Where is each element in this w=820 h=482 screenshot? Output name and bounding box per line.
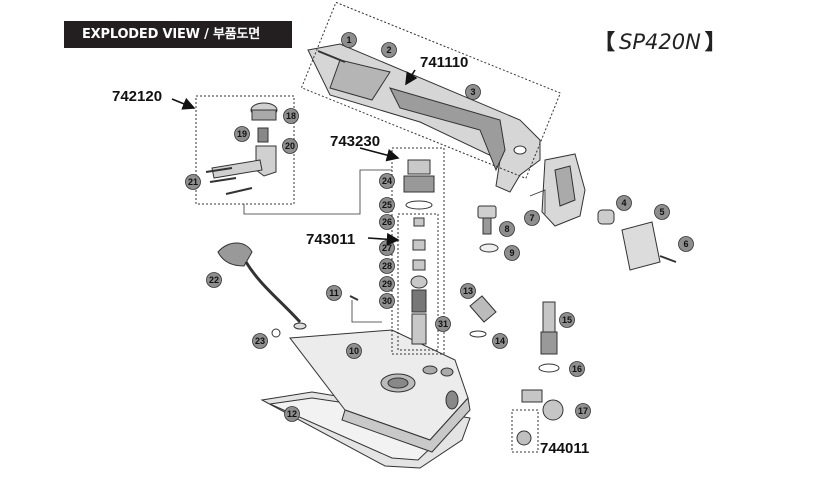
callout-number: 10 (349, 346, 359, 356)
callout-number: 25 (382, 200, 392, 210)
callout-6: 6 (678, 236, 694, 252)
callout-number: 22 (209, 275, 219, 285)
callout-17: 17 (575, 403, 591, 419)
callout-10: 10 (346, 343, 362, 359)
callout-number: 11 (329, 288, 339, 298)
model-number: SP420N (619, 30, 701, 54)
callout-15: 15 (559, 312, 575, 328)
callout-number: 31 (438, 319, 448, 329)
callout-7: 7 (524, 210, 540, 226)
callout-29: 29 (379, 276, 395, 292)
callout-number: 12 (287, 409, 297, 419)
callout-16: 16 (569, 361, 585, 377)
assembly-labels: 741110 742120 743230 743011 744011 (112, 54, 589, 457)
callout-number: 4 (621, 198, 626, 208)
callout-number: 1 (346, 35, 351, 45)
rear-cover-part (541, 153, 586, 227)
callout-number: 7 (529, 213, 534, 223)
callout-number: 19 (237, 129, 247, 139)
callout-number: 26 (382, 217, 392, 227)
assembly-label-741110: 741110 (420, 54, 468, 71)
callout-18: 18 (283, 108, 299, 124)
callout-number: 18 (286, 111, 296, 121)
assembly-label-743011: 743011 (306, 231, 355, 248)
callout-9: 9 (504, 245, 520, 261)
callout-number: 20 (285, 141, 295, 151)
callout-bubbles: 1234567891011121314151617181920212223242… (185, 32, 694, 422)
callout-number: 6 (683, 239, 688, 249)
steam-nozzle-part (521, 301, 564, 421)
assembly-box-743011 (397, 213, 439, 351)
bushing-part (597, 209, 615, 225)
callout-number: 30 (382, 296, 392, 306)
temperature-knob-part (477, 205, 499, 253)
callout-number: 3 (470, 87, 475, 97)
callout-19: 19 (234, 126, 250, 142)
callout-3: 3 (465, 84, 481, 100)
callout-8: 8 (499, 221, 515, 237)
model-label: 【SP420N】 (594, 30, 726, 54)
callout-1: 1 (341, 32, 357, 48)
assembly-label-742120: 742120 (112, 88, 162, 105)
callout-27: 27 (379, 240, 395, 256)
callout-5: 5 (654, 204, 670, 220)
callout-24: 24 (379, 173, 395, 189)
callout-12: 12 (284, 406, 300, 422)
callout-13: 13 (460, 283, 476, 299)
water-tube-part (217, 242, 307, 338)
callout-31: 31 (435, 316, 451, 332)
callout-30: 30 (379, 293, 395, 309)
callout-number: 14 (495, 336, 505, 346)
callout-number: 9 (509, 248, 514, 258)
callout-2: 2 (381, 42, 397, 58)
callout-26: 26 (379, 214, 395, 230)
callout-11: 11 (326, 285, 342, 301)
callout-4: 4 (616, 195, 632, 211)
rear-plate-part (621, 221, 661, 271)
callout-22: 22 (206, 272, 222, 288)
callout-number: 23 (255, 336, 265, 346)
callout-14: 14 (492, 333, 508, 349)
callout-number: 28 (382, 261, 392, 271)
callout-21: 21 (185, 174, 201, 190)
callout-number: 16 (572, 364, 582, 374)
callout-number: 21 (188, 177, 198, 187)
callout-number: 5 (659, 207, 664, 217)
handle-part (307, 43, 541, 193)
callout-number: 29 (382, 279, 392, 289)
exploded-view-banner: EXPLODED VIEW / 부품도면 (64, 21, 292, 48)
callout-number: 27 (382, 243, 392, 253)
callout-number: 24 (382, 176, 392, 186)
callout-28: 28 (379, 258, 395, 274)
callout-number: 17 (578, 406, 588, 416)
spray-pump-part (211, 102, 278, 179)
callout-number: 13 (463, 286, 473, 296)
assembly-box-744011 (511, 409, 539, 453)
callout-23: 23 (252, 333, 268, 349)
callout-number: 2 (386, 45, 391, 55)
assembly-box-742120 (195, 95, 295, 205)
screw-part (317, 50, 346, 63)
callout-number: 8 (504, 224, 509, 234)
assembly-label-743230: 743230 (330, 133, 380, 150)
assembly-label-744011: 744011 (540, 440, 589, 457)
iron-body-part (289, 329, 471, 453)
valve-assembly-part (403, 159, 435, 345)
callout-20: 20 (282, 138, 298, 154)
callout-25: 25 (379, 197, 395, 213)
callout-number: 15 (562, 315, 572, 325)
